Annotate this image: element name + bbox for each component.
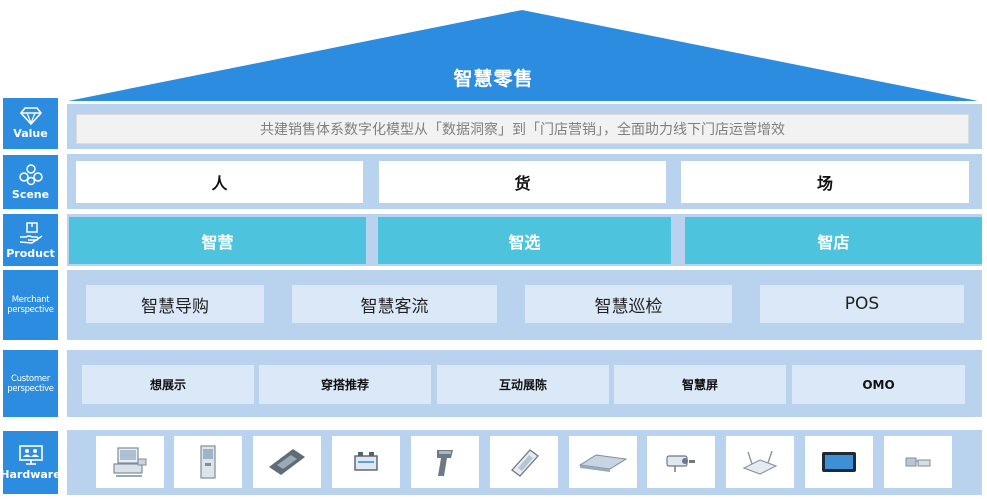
hardware-device <box>726 436 794 488</box>
hardware-device <box>569 436 637 488</box>
hardware-device <box>174 436 242 488</box>
hardware-device <box>253 436 321 488</box>
product-item-store: 智店 <box>685 217 982 264</box>
scene-item-goods: 货 <box>379 161 666 203</box>
handheld-pda-icon <box>511 449 539 477</box>
side-label-value: Value <box>3 98 58 149</box>
hardware-device <box>805 436 873 488</box>
hardware-device <box>96 436 164 488</box>
product-item-selection: 智选 <box>378 217 671 264</box>
pos-terminal-icon <box>113 447 147 477</box>
hand-box-icon <box>19 221 42 244</box>
side-label-text: Customer perspective <box>7 373 54 394</box>
side-label-text: Value <box>13 127 48 140</box>
kiosk-icon <box>200 445 216 479</box>
tablet-icon <box>822 452 856 472</box>
merchant-item-smart-guide: 智慧导购 <box>86 285 264 323</box>
cable-icon <box>905 457 931 467</box>
merchant-item-smart-traffic: 智慧客流 <box>292 285 497 323</box>
customer-item-smart-screen: 智慧屏 <box>614 365 786 404</box>
side-label-hardware: Hardware <box>0 431 61 494</box>
monitor-users-icon <box>18 445 43 465</box>
side-label-text: Scene <box>11 187 50 201</box>
customer-item-display: 想展示 <box>82 365 254 404</box>
hardware-device <box>332 436 400 488</box>
barcode-scanner-icon <box>437 450 453 476</box>
side-label-text: Product <box>6 246 55 260</box>
customer-item-interactive: 互动展陈 <box>437 365 609 404</box>
merchant-item-smart-inspection: 智慧巡检 <box>525 285 732 323</box>
customer-item-omo: OMO <box>792 365 965 404</box>
molecule-icon <box>18 163 43 185</box>
flat-device-icon <box>578 454 628 472</box>
hardware-device <box>411 436 479 488</box>
diamond-icon <box>19 107 42 125</box>
merchant-item-pos: POS <box>760 285 964 323</box>
side-label-scene: Scene <box>3 155 58 209</box>
camera-icon <box>666 455 695 472</box>
customer-item-outfit: 穿搭推荐 <box>259 365 431 404</box>
hardware-device <box>490 436 558 488</box>
cash-box-icon <box>354 452 378 471</box>
scene-item-place: 场 <box>681 161 969 203</box>
scene-item-people: 人 <box>76 161 363 203</box>
product-item-marketing: 智营 <box>69 217 366 264</box>
hardware-device <box>647 436 715 488</box>
hardware-device <box>884 436 952 488</box>
router-icon <box>742 450 778 475</box>
side-label-merchant: Merchant perspective <box>3 270 58 340</box>
value-statement: 共建销售体系数字化模型从「数据洞察」到「门店营销」，全面助力线下门店运营增效 <box>76 114 969 144</box>
card-reader-icon <box>269 449 305 475</box>
side-label-product: Product <box>3 214 58 266</box>
roof-triangle <box>68 10 978 101</box>
side-label-text: Hardware <box>0 468 61 481</box>
side-label-text: Merchant perspective <box>7 295 54 315</box>
side-label-customer: Customer perspective <box>3 350 58 417</box>
roof-title: 智慧零售 <box>453 68 534 90</box>
